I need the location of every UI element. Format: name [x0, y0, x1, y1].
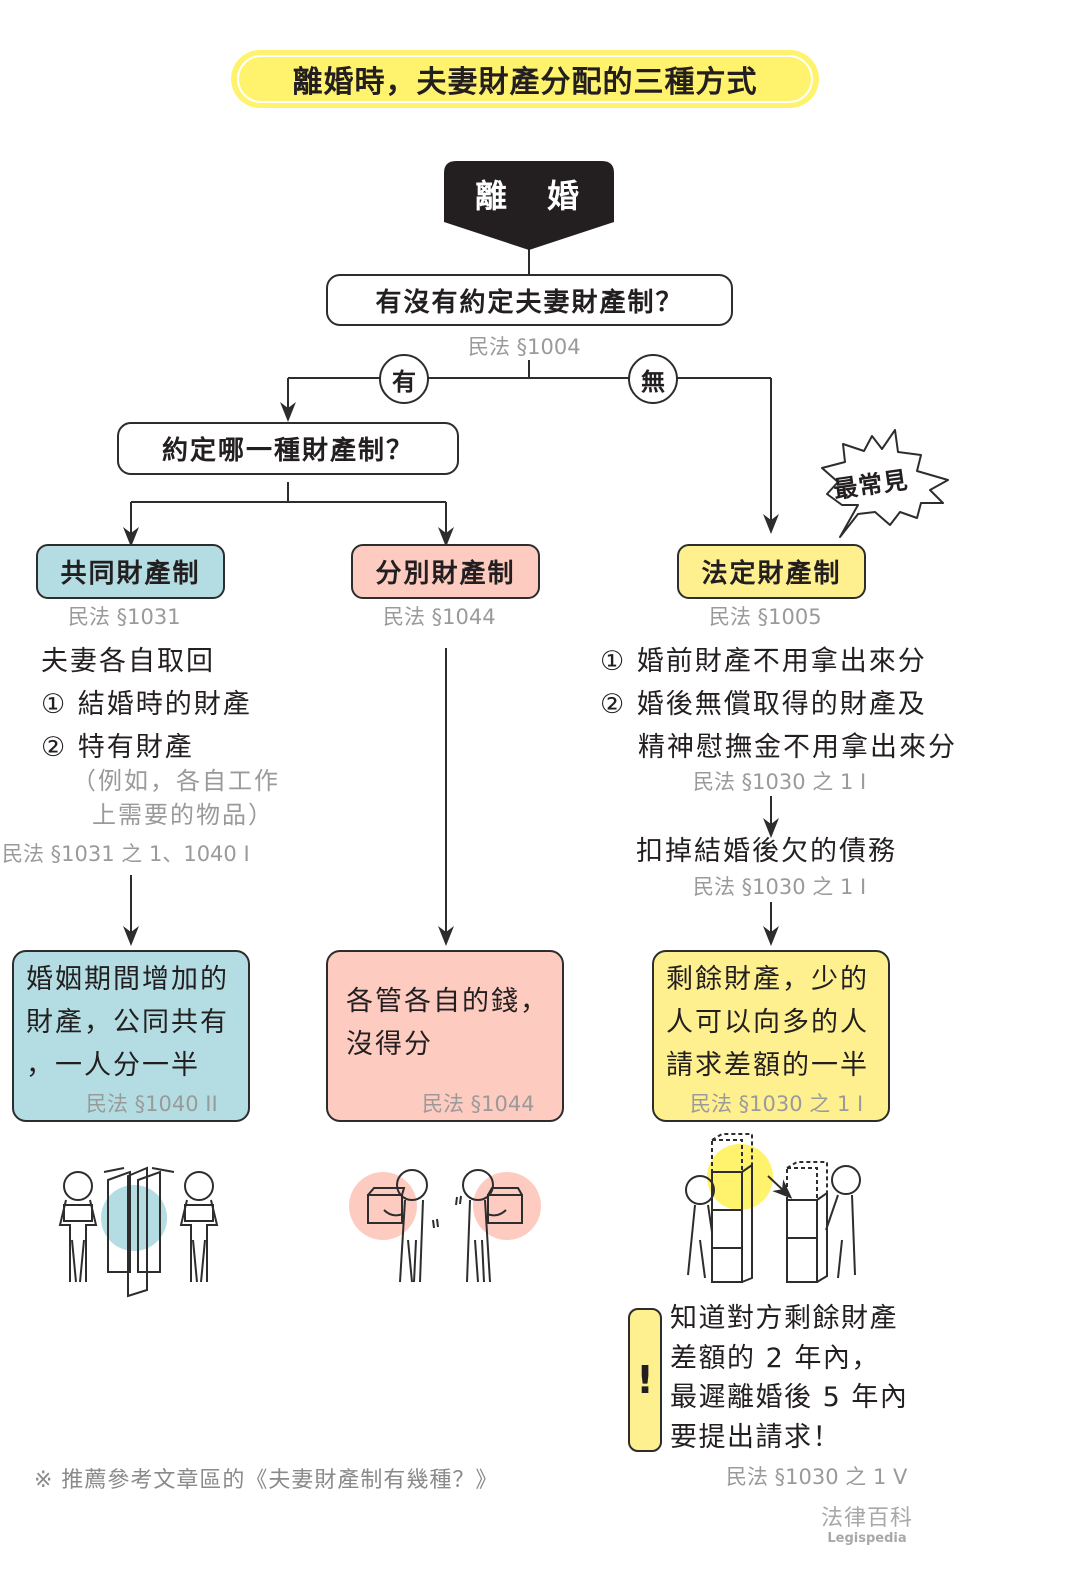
result-line: 沒得分 — [346, 1029, 433, 1060]
two-people-holding-own-boxes-icon — [349, 1169, 541, 1283]
exclamation-icon: ! — [636, 1358, 654, 1402]
community-note: （例如，各自工作 上需要的物品） — [72, 764, 280, 832]
result-separate: 各管各自的錢， 沒得分 民法 §1044 — [326, 950, 564, 1122]
community-detail-line: ② 特有財產 — [41, 732, 194, 763]
community-detail-line: 夫妻各自取回 — [41, 646, 215, 677]
warning-line: 要提出請求！ — [670, 1421, 841, 1453]
law-ref-1044-result: 民法 §1044 — [422, 1092, 535, 1116]
statutory-details: ① 婚前財產不用拿出來分 ② 婚後無償取得的財產及 精神慰撫金不用拿出來分 — [600, 640, 957, 769]
question-which-regime: 約定哪一種財產制？ — [117, 422, 459, 475]
law-ref-1004: 民法 §1004 — [468, 335, 581, 359]
law-ref-1031: 民法 §1031 — [68, 605, 181, 629]
question-agreed-regime-text: 有沒有約定夫妻財產制？ — [375, 287, 684, 318]
law-ref-1044: 民法 §1044 — [383, 605, 496, 629]
law-ref-1030-1-b: 民法 §1030 之 1 I — [693, 875, 867, 899]
stacked-boxes-transfer-icon — [685, 1133, 861, 1283]
result-line: 剩餘財產，少的 — [666, 964, 869, 995]
footnote-recommendation[interactable]: ※ 推薦參考文章區的《夫妻財產制有幾種？》 — [34, 1468, 499, 1493]
title-banner: 離婚時，夫妻財產分配的三種方式 — [231, 50, 819, 108]
regime-community-property: 共同財產制 — [36, 544, 225, 599]
regime-statutory-property: 法定財產制 — [677, 544, 866, 599]
warning-text: 知道對方剩餘財產 差額的 2 年內， 最遲離婚後 5 年內 要提出請求！ — [670, 1299, 908, 1457]
result-line: ，一人分一半 — [26, 1050, 200, 1081]
result-line: 人可以向多的人 — [666, 1007, 869, 1038]
regime-separate-property-label: 分別財產制 — [375, 559, 516, 589]
community-note-line: 上需要的物品） — [92, 801, 274, 829]
statutory-detail-line: ② 婚後無償取得的財產及 — [600, 689, 927, 720]
result-separate-text: 各管各自的錢， 沒得分 — [346, 980, 549, 1066]
law-ref-1030-1-5: 民法 §1030 之 1 V — [726, 1465, 908, 1489]
statutory-step-deduct-debts: 扣掉結婚後欠的債務 — [636, 836, 897, 867]
result-line: 財產，公同共有 — [26, 1007, 229, 1038]
start-node-divorce: 離 婚 — [474, 177, 583, 215]
law-ref-1030-1-a: 民法 §1030 之 1 I — [693, 770, 867, 794]
page-title: 離婚時，夫妻財產分配的三種方式 — [237, 55, 813, 103]
warning-line: 差額的 2 年內， — [670, 1342, 880, 1374]
regime-separate-property: 分別財產制 — [351, 544, 540, 599]
two-people-splitting-box-icon — [58, 1166, 219, 1298]
community-detail-line: ① 結婚時的財產 — [41, 689, 252, 720]
warning-marker: ! — [628, 1308, 662, 1452]
statutory-detail-line: 精神慰撫金不用拿出來分 — [638, 732, 957, 763]
regime-community-property-label: 共同財產制 — [60, 559, 201, 589]
result-statutory-text: 剩餘財產，少的 人可以向多的人 請求差額的一半 — [666, 958, 869, 1087]
law-ref-1031-1-1040: 民法 §1031 之 1、1040 I — [2, 842, 250, 866]
result-line: 請求差額的一半 — [666, 1050, 869, 1081]
branch-yes-label: 有 — [379, 354, 429, 404]
result-line: 婚姻期間增加的 — [26, 964, 229, 995]
community-note-line: （例如，各自工作 — [72, 767, 280, 795]
law-ref-1005: 民法 §1005 — [709, 605, 822, 629]
question-agreed-regime: 有沒有約定夫妻財產制？ — [326, 274, 733, 326]
brand-logo: 法律百科 Legispedia — [812, 1500, 922, 1546]
law-ref-1030-1-result: 民法 §1030 之 1 I — [690, 1092, 864, 1116]
brand-subtitle: Legispedia — [827, 1531, 907, 1546]
community-details: 夫妻各自取回 ① 結婚時的財產 ② 特有財產 — [41, 640, 252, 769]
result-line: 各管各自的錢， — [346, 986, 549, 1017]
warning-line: 知道對方剩餘財產 — [670, 1303, 898, 1334]
regime-statutory-property-label: 法定財產制 — [701, 559, 842, 589]
result-statutory: 剩餘財產，少的 人可以向多的人 請求差額的一半 民法 §1030 之 1 I — [652, 950, 890, 1122]
warning-line: 最遲離婚後 5 年內 — [670, 1382, 909, 1413]
statutory-detail-line: ① 婚前財產不用拿出來分 — [600, 646, 927, 677]
result-community-text: 婚姻期間增加的 財產，公同共有 ，一人分一半 — [26, 958, 229, 1087]
question-which-regime-text: 約定哪一種財產制？ — [161, 436, 414, 466]
law-ref-1040-2: 民法 §1040 II — [86, 1092, 218, 1116]
brand-name: 法律百科 — [820, 1506, 913, 1531]
branch-no-label: 無 — [628, 354, 678, 404]
result-community: 婚姻期間增加的 財產，公同共有 ，一人分一半 民法 §1040 II — [12, 950, 250, 1122]
